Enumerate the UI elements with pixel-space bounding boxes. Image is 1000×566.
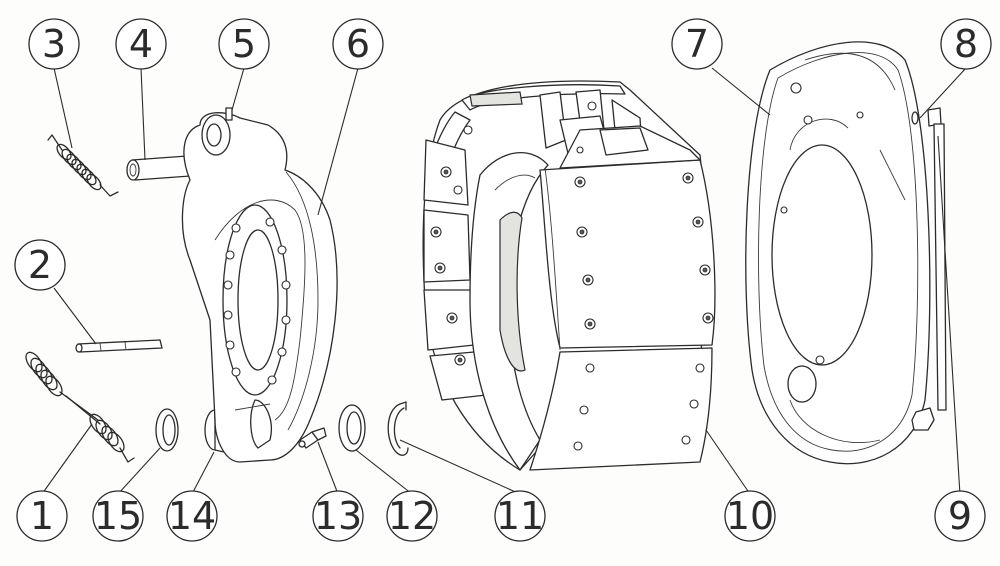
callout-1: 1 (16, 490, 68, 542)
callout-2: 2 (14, 239, 66, 291)
callout-14-label: 14 (168, 494, 216, 538)
callout-11: 11 (494, 490, 546, 542)
callout-15: 15 (92, 490, 144, 542)
leader-lines (41, 67, 967, 496)
callout-7-label: 7 (685, 22, 709, 66)
callout-6: 6 (332, 18, 384, 70)
callout-1-label: 1 (30, 494, 54, 538)
part-6-brake-shoe-casting (181, 107, 338, 463)
part-7-backing-plate (745, 41, 931, 465)
callout-5: 5 (218, 18, 270, 70)
callout-4: 4 (115, 18, 167, 70)
callout-12-label: 12 (388, 494, 436, 538)
callout-3: 3 (28, 18, 80, 70)
callout-13: 13 (312, 490, 364, 542)
callout-9: 9 (934, 490, 986, 542)
part-9-bolt-and-nut (911, 107, 947, 431)
callout-10: 10 (724, 490, 776, 542)
part-1-lower-return-spring (25, 351, 135, 463)
callout-12: 12 (386, 490, 438, 542)
callout-13-label: 13 (314, 494, 362, 538)
callout-6-label: 6 (346, 22, 370, 66)
callout-4-label: 4 (129, 22, 153, 66)
callout-5-label: 5 (232, 22, 256, 66)
callout-8: 8 (940, 18, 992, 70)
part-8-washer (911, 111, 919, 125)
part-11-snap-ring (387, 401, 409, 456)
part-2-pin (75, 339, 163, 353)
callout-10-label: 10 (726, 494, 774, 538)
callout-2-label: 2 (28, 243, 52, 287)
callout-3-label: 3 (42, 22, 66, 66)
callout-7: 7 (671, 18, 723, 70)
callout-9-label: 9 (948, 494, 972, 538)
part-10-brake-shoes-with-linings (422, 80, 716, 471)
callout-14: 14 (166, 490, 218, 542)
part-12-washer-ring (338, 404, 366, 452)
part-15-seal-ring (155, 408, 179, 452)
callout-11-label: 11 (496, 494, 544, 538)
callout-8-label: 8 (954, 22, 978, 66)
part-13-grease-fitting (298, 427, 327, 449)
callout-15-label: 15 (94, 494, 142, 538)
part-3-upper-return-spring (47, 134, 119, 197)
